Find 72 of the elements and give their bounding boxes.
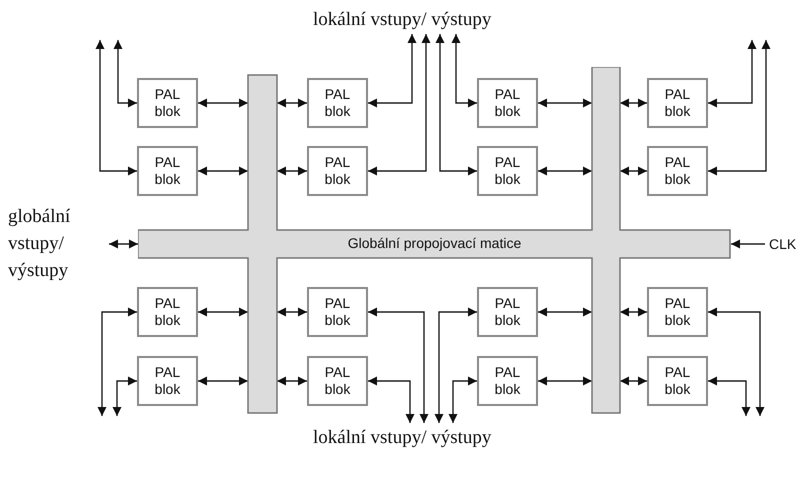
io-label: globální vstupy/ výstupy — [8, 203, 106, 284]
double-arrow — [620, 308, 647, 316]
block-label: PAL blok — [664, 295, 692, 329]
matrix-label: Globální propojovací matice — [346, 235, 522, 251]
double-arrow — [368, 308, 428, 423]
block-label: PAL blok — [324, 154, 352, 188]
double-arrow — [198, 166, 248, 176]
block-label: PAL blok — [494, 295, 522, 329]
double-arrow — [277, 376, 307, 386]
double-arrow — [96, 40, 137, 176]
block-label: PAL blok — [324, 86, 352, 120]
double-arrow — [198, 376, 248, 386]
double-arrow — [620, 166, 647, 176]
double-arrow — [434, 308, 477, 423]
block-label: PAL blok — [494, 364, 522, 398]
block-label: PAL blok — [324, 364, 352, 398]
double-arrow — [538, 308, 592, 316]
block-box — [477, 146, 538, 196]
block-box — [137, 78, 198, 128]
double-arrow — [198, 98, 248, 108]
double-arrow — [277, 308, 307, 316]
double-arrow — [368, 34, 430, 176]
block-box — [137, 287, 198, 337]
block-box — [647, 146, 708, 196]
block-box — [477, 287, 538, 337]
block-box — [647, 287, 708, 337]
block-label: PAL blok — [664, 86, 692, 120]
block-label: PAL blok — [154, 86, 182, 120]
block-label: PAL blok — [154, 295, 182, 329]
double-arrow — [109, 240, 138, 248]
block-box — [477, 78, 538, 128]
block-label: PAL blok — [494, 154, 522, 188]
double-arrow — [452, 34, 477, 108]
block-box — [307, 146, 368, 196]
double-arrow — [98, 308, 137, 416]
double-arrow — [708, 40, 756, 108]
block-box — [307, 356, 368, 406]
clock-label: CLK — [769, 231, 796, 257]
block-label: PAL blok — [154, 154, 182, 188]
block-label: PAL blok — [324, 295, 352, 329]
block-box — [307, 78, 368, 128]
interconnect-matrix — [138, 67, 731, 414]
double-arrow — [277, 98, 307, 108]
double-arrow — [538, 376, 592, 386]
double-arrow — [708, 308, 764, 416]
arrow — [731, 240, 765, 248]
double-arrow — [198, 308, 248, 316]
block-box — [647, 78, 708, 128]
double-arrow — [448, 376, 477, 423]
block-box — [137, 356, 198, 406]
block-box — [137, 146, 198, 196]
block-box — [307, 287, 368, 337]
double-arrow — [538, 166, 592, 176]
double-arrow — [112, 376, 137, 416]
io-label: lokální vstupy/ výstupy — [313, 6, 492, 33]
double-arrow — [436, 34, 477, 176]
double-arrow — [368, 376, 414, 423]
block-label: PAL blok — [664, 364, 692, 398]
block-box — [477, 356, 538, 406]
double-arrow — [708, 40, 770, 176]
io-label: lokální vstupy/ výstupy — [313, 424, 492, 451]
double-arrow — [277, 166, 307, 176]
double-arrow — [538, 98, 592, 108]
block-box — [647, 356, 708, 406]
double-arrow — [114, 40, 137, 108]
double-arrow — [708, 376, 750, 416]
double-arrow — [620, 376, 647, 386]
block-label: PAL blok — [494, 86, 522, 120]
double-arrow — [368, 34, 416, 108]
double-arrow — [620, 98, 647, 108]
block-label: PAL blok — [664, 154, 692, 188]
block-label: PAL blok — [154, 364, 182, 398]
